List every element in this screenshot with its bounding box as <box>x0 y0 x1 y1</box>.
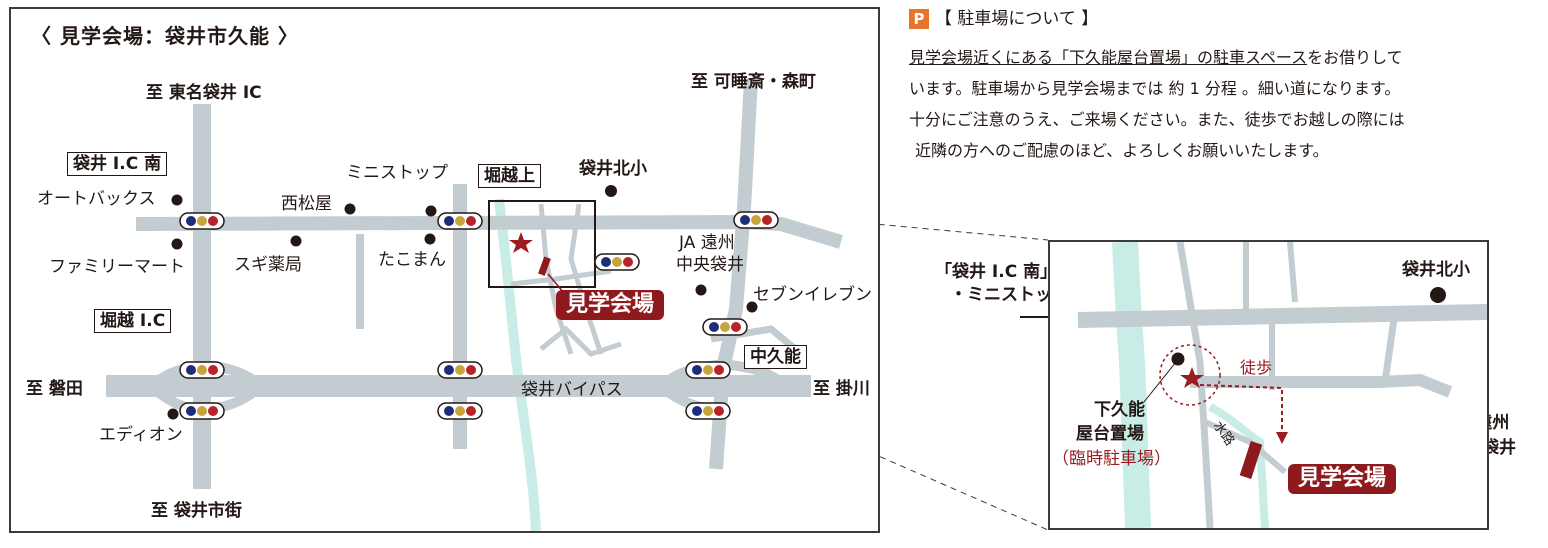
dot-nishimatsuya <box>344 203 356 215</box>
direction-kasuisai: 至 可睡斎・森町 <box>691 72 816 92</box>
label-seven-eleven: セブンイレブン <box>753 285 872 305</box>
direction-kakegawa: 至 掛川 <box>813 379 870 399</box>
traffic-signal-icon <box>437 212 483 230</box>
label-sugi: スギ薬局 <box>234 255 302 275</box>
traffic-signal-icon <box>685 361 731 379</box>
parking-line-2: います。駐車場から見学会場までは 約 1 分程 。細い道になります。 <box>909 79 1401 98</box>
dot-autobacs <box>171 194 183 206</box>
dot-ministop <box>425 205 437 217</box>
dot-kitasho <box>605 185 617 197</box>
traffic-signal-icon <box>733 211 779 229</box>
label-ja-line1: JA 遠州 <box>679 233 735 253</box>
direction-tomei-ic: 至 東名袋井 IC <box>146 83 262 103</box>
label-ja-line2: 中央袋井 <box>676 255 744 275</box>
label-horikoshi-ue: 堀越上 <box>478 164 541 188</box>
label-bypass: 袋井バイパス <box>521 380 623 400</box>
venue-label: 見学会場 <box>556 290 665 320</box>
label-familymart: ファミリーマート <box>49 257 185 277</box>
label-takoman: たこまん <box>378 250 446 270</box>
inset-walk: 徒歩 <box>1240 358 1273 377</box>
area-map: 〈 見学会場：袋井市久能 〉 至 東名袋井 IC 至 可睡斎・森町 至 磐田 至… <box>9 7 880 533</box>
traffic-signal-icon <box>685 402 731 420</box>
dot-ja <box>695 284 707 296</box>
parking-heading: P 【 駐車場について 】 <box>909 8 1539 30</box>
dot-eddy <box>167 408 179 420</box>
label-horikoshi-ic: 堀越 I.C <box>94 309 172 333</box>
parking-line-4: 近隣の方へのご配慮のほど、よろしくお願いいたします。 <box>915 141 1329 160</box>
parking-info: P 【 駐車場について 】 見学会場近くにある「下久能屋台置場」の駐車スペースを… <box>909 8 1539 166</box>
label-eddy: エディオン <box>99 425 183 445</box>
parking-line-1: 見学会場近くにある「下久能屋台置場」の駐車スペースをお借りして <box>909 48 1403 67</box>
inset-map: 袋井北小 徒歩 下久能 屋台置場 （臨時駐車場） 水路 見学会場 <box>1048 240 1489 530</box>
star-icon <box>509 232 533 253</box>
dot-takoman <box>424 233 436 245</box>
label-nishimatsuya: 西松屋 <box>281 194 332 214</box>
map-title: 〈 見学会場：袋井市久能 〉 <box>31 24 299 48</box>
star-icon <box>1180 367 1204 388</box>
inset-parking-1: 下久能 <box>1094 400 1145 420</box>
inset-parking-3: （臨時駐車場） <box>1052 449 1171 469</box>
dot-kitasho-inset <box>1430 287 1446 303</box>
traffic-signal-icon <box>179 402 225 420</box>
arrow-down-icon <box>1276 432 1288 444</box>
label-fukuroi-ic-minami: 袋井 I.C 南 <box>67 152 168 176</box>
inset-left-label-2: ・ミニストップ <box>950 285 1069 305</box>
traffic-signal-icon <box>179 212 225 230</box>
traffic-signal-icon <box>437 361 483 379</box>
direction-iwata: 至 磐田 <box>26 379 83 399</box>
parking-line-3: 十分にご注意のうえ、ご来場ください。また、徒歩でお越しの際には <box>909 110 1405 129</box>
parking-icon: P <box>909 9 929 29</box>
parking-heading-text: 【 駐車場について 】 <box>935 9 1099 29</box>
label-autobacs: オートバックス <box>37 189 156 209</box>
inset-parking-2: 屋台置場 <box>1076 424 1144 444</box>
dot-sugi <box>290 235 302 247</box>
traffic-signal-icon <box>179 361 225 379</box>
traffic-signal-icon <box>702 318 748 336</box>
dot-familymart <box>171 238 183 250</box>
label-fukuroi-kitasho: 袋井北小 <box>579 159 647 179</box>
direction-fukuroi-city: 至 袋井市街 <box>151 501 242 521</box>
label-nakakuno: 中久能 <box>744 345 807 369</box>
dot-seven <box>746 301 758 313</box>
dot-parking <box>1171 352 1185 366</box>
inset-venue-label: 見学会場 <box>1288 464 1397 494</box>
inset-kitasho: 袋井北小 <box>1402 260 1470 280</box>
traffic-signal-icon <box>437 402 483 420</box>
label-ministop: ミニストップ <box>346 163 448 183</box>
traffic-signal-icon <box>594 253 640 271</box>
inset-roads <box>1077 242 1487 528</box>
